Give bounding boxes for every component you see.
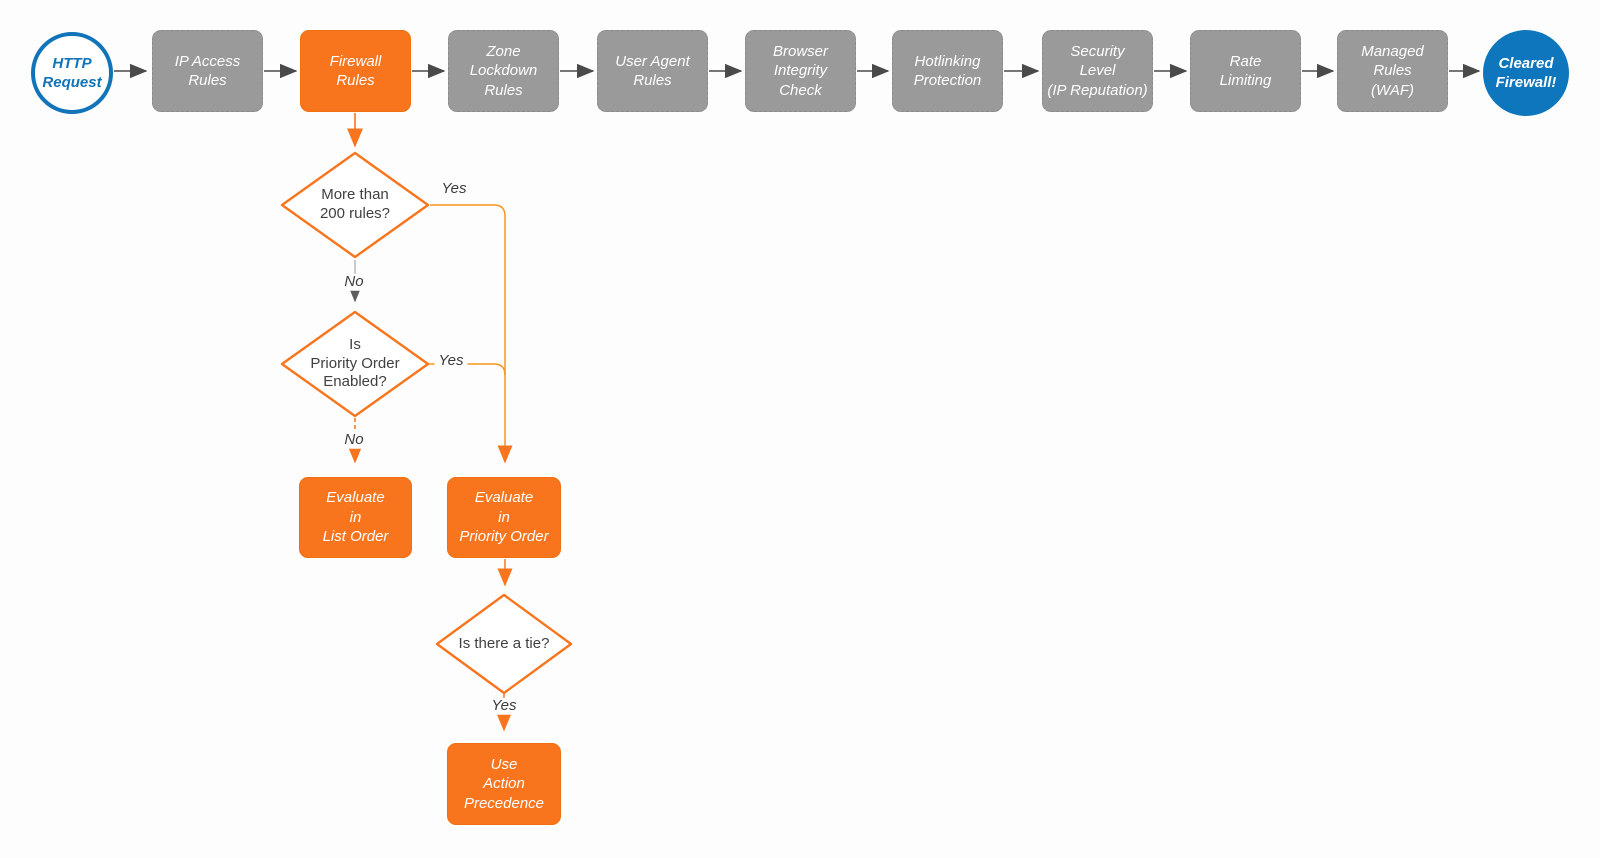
label-yes-more-than-200: Yes [441,179,467,197]
stage-user-agent-rules: User Agent Rules [597,30,708,112]
decision-more-than-200-rules: More than 200 rules? [319,186,391,222]
end-node-cleared-firewall: Cleared Firewall! [1483,30,1569,116]
label-no-priority-enabled: No [340,431,368,449]
action-use-action-precedence: Use Action Precedence [447,743,561,825]
action-evaluate-in-list-order: Evaluate in List Order [299,477,412,558]
stage-managed-rules-waf: Managed Rules (WAF) [1337,30,1448,112]
start-node-http-request: HTTP Request [31,32,113,114]
label-no-more-than-200: No [340,273,368,291]
wire-d1-yes [430,204,513,464]
stage-browser-integrity-check: Browser Integrity Check [745,30,856,112]
label-yes-priority-enabled: Yes [434,352,468,370]
diamond-more-than-200 [280,151,430,259]
label-yes-tie: Yes [487,697,521,715]
stage-rate-limiting: Rate Limiting [1190,30,1301,112]
wire-d2-yes [429,363,506,376]
diamond-is-there-a-tie [435,593,573,695]
stage-firewall-rules: Firewall Rules [300,30,411,112]
decision-priority-order-enabled: Is Priority Order Enabled? [310,335,400,391]
stage-ip-access-rules: IP Access Rules [152,30,263,112]
diamond-priority-enabled [280,310,430,418]
action-evaluate-in-priority-order: Evaluate in Priority Order [447,477,561,558]
stage-hotlinking-protection: Hotlinking Protection [892,30,1003,112]
stage-zone-lockdown-rules: Zone Lockdown Rules [448,30,559,112]
stage-security-level-ip-reputation: Security Level (IP Reputation) [1042,30,1153,112]
decision-is-there-a-tie: Is there a tie? [458,634,550,652]
